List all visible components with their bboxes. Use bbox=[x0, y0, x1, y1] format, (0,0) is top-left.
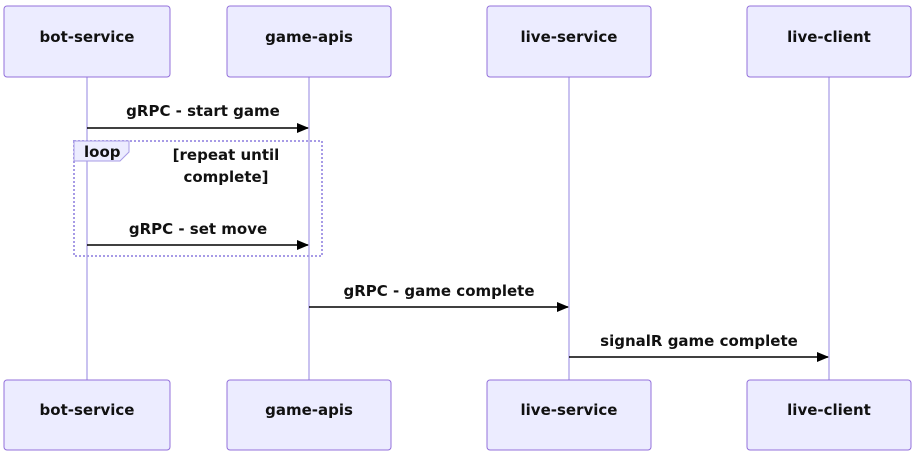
message-signalr-game-complete: signalR game complete bbox=[569, 332, 829, 362]
message-start-game: gRPC - start game bbox=[87, 102, 309, 133]
actor-label: live-service bbox=[521, 401, 618, 419]
loop-condition-line2: complete] bbox=[183, 168, 268, 186]
actor-top-bot-service[interactable]: bot-service bbox=[3, 5, 171, 78]
actor-bottom-live-client[interactable]: live-client bbox=[746, 379, 912, 451]
actor-top-live-service[interactable]: live-service bbox=[486, 5, 652, 78]
loop-label-tab bbox=[73, 140, 130, 162]
actor-top-game-apis[interactable]: game-apis bbox=[226, 5, 392, 78]
message-label: gRPC - set move bbox=[129, 220, 267, 238]
actor-label: live-service bbox=[521, 28, 618, 46]
actor-label: game-apis bbox=[265, 28, 353, 46]
message-label: signalR game complete bbox=[600, 332, 798, 350]
actor-label: live-client bbox=[787, 28, 871, 46]
message-label: gRPC - start game bbox=[126, 102, 280, 120]
message-label: gRPC - game complete bbox=[343, 282, 534, 300]
actor-label: live-client bbox=[787, 401, 871, 419]
actor-bottom-live-service[interactable]: live-service bbox=[486, 379, 652, 451]
actor-label: game-apis bbox=[265, 401, 353, 419]
actor-bottom-bot-service[interactable]: bot-service bbox=[3, 379, 171, 451]
loop-border bbox=[73, 140, 323, 257]
actor-label: bot-service bbox=[40, 28, 135, 46]
actor-bottom-game-apis[interactable]: game-apis bbox=[226, 379, 392, 451]
loop-label: loop bbox=[84, 143, 121, 161]
actor-label: bot-service bbox=[40, 401, 135, 419]
loop-frame: loop [repeat until complete] bbox=[73, 140, 323, 257]
loop-condition-line1: [repeat until bbox=[173, 146, 280, 164]
message-game-complete: gRPC - game complete bbox=[309, 282, 569, 312]
message-set-move: gRPC - set move bbox=[87, 220, 309, 250]
actor-top-live-client[interactable]: live-client bbox=[746, 5, 912, 78]
